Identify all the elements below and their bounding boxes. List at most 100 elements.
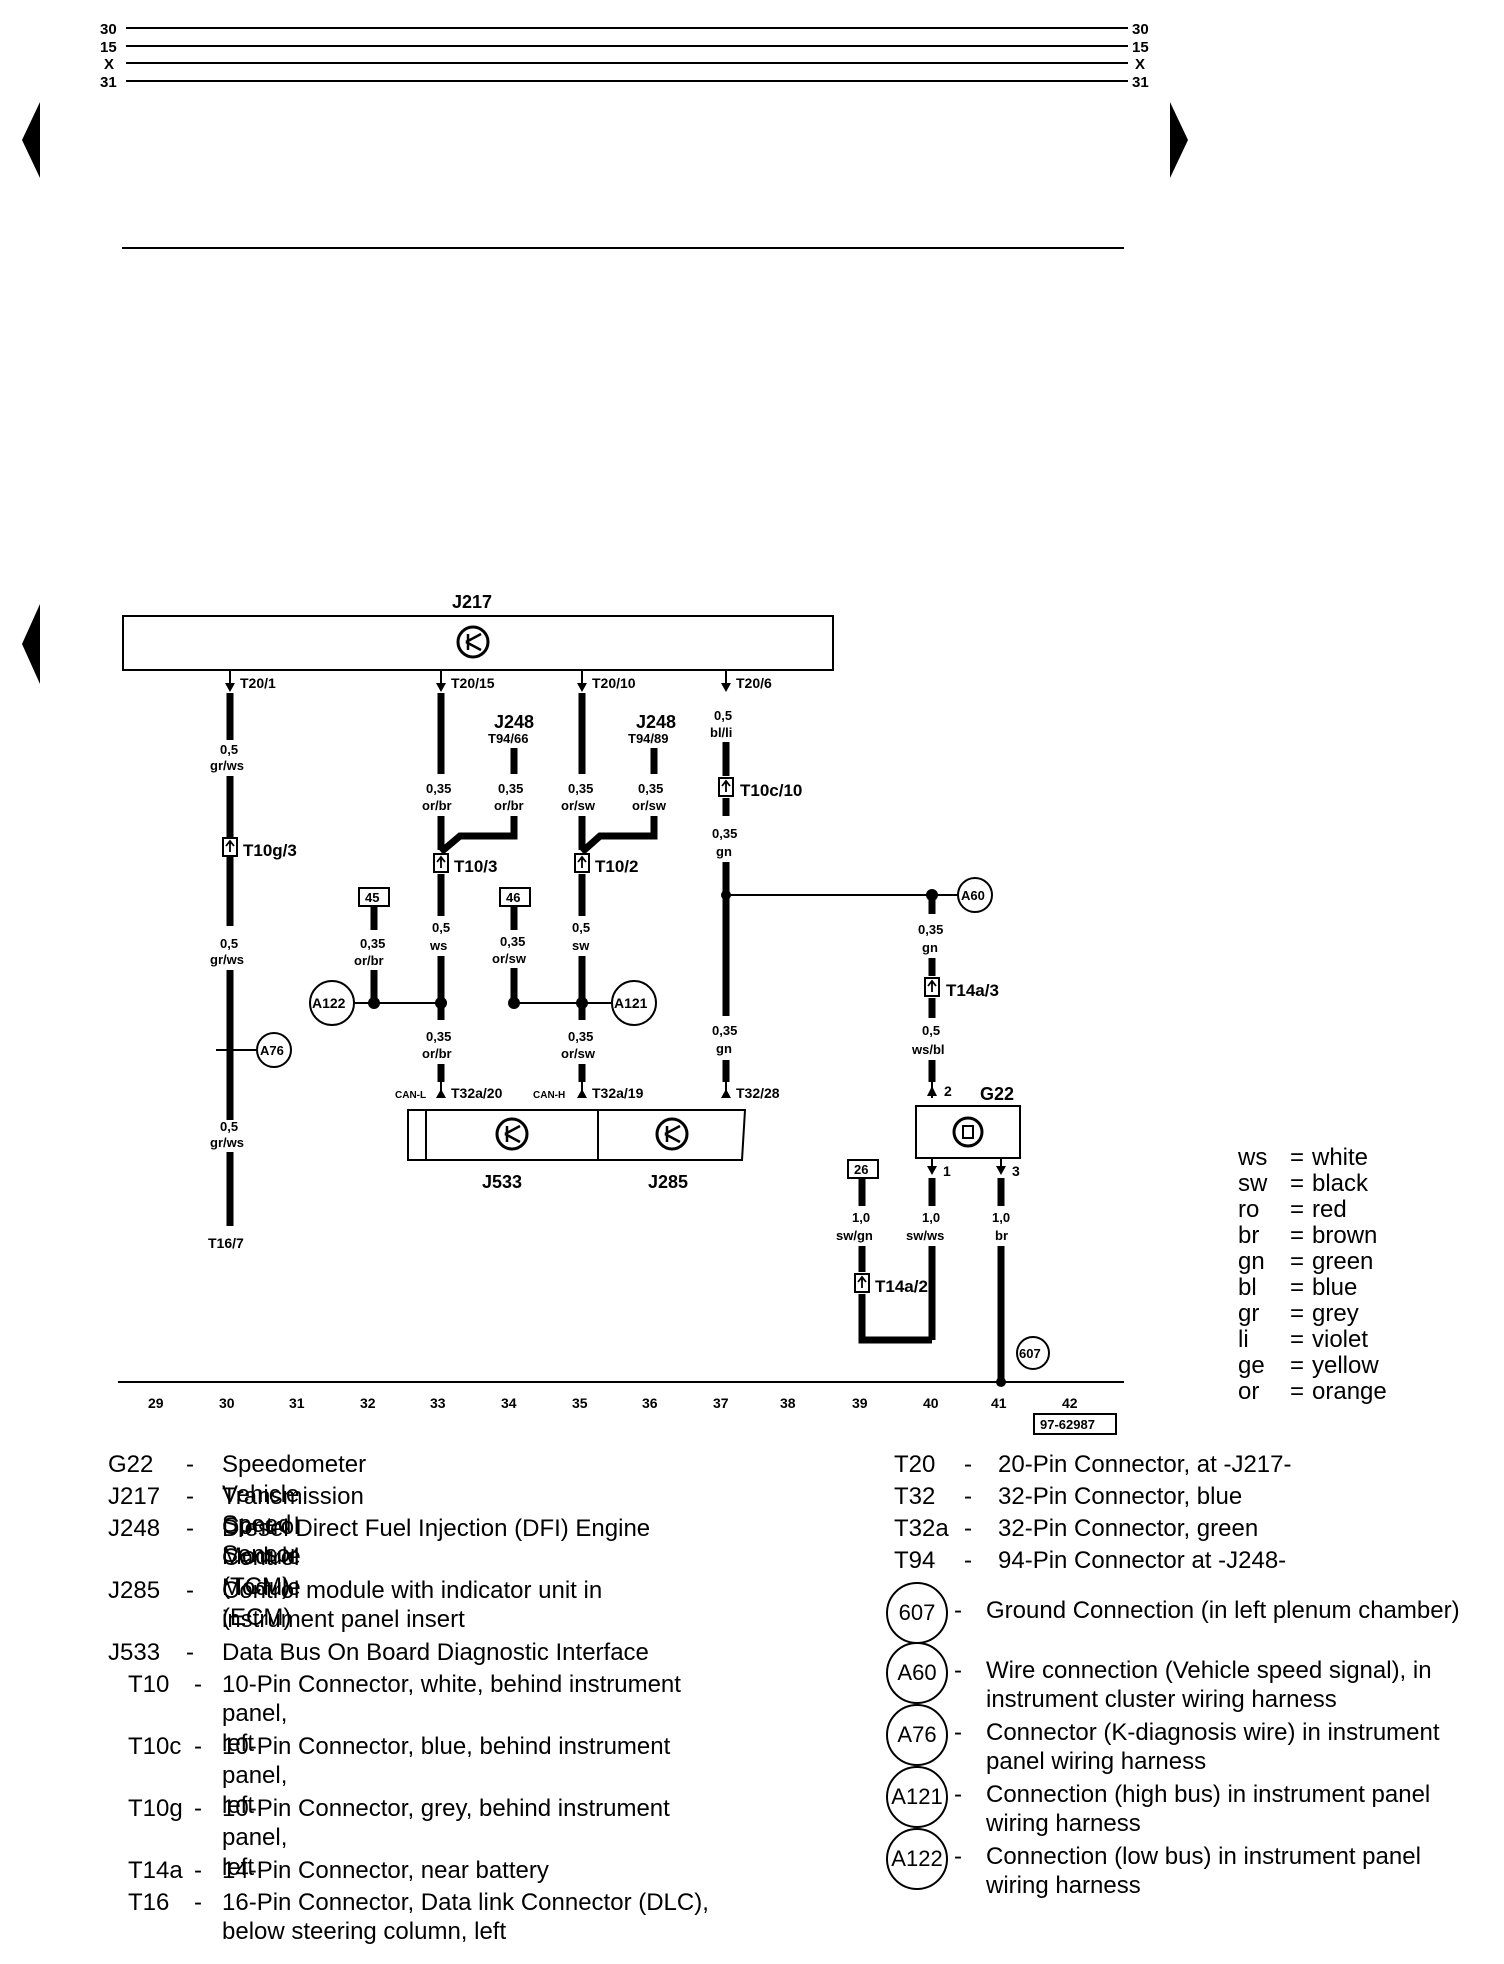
svg-text:T20/15: T20/15 bbox=[451, 675, 495, 691]
svg-text:T20/6: T20/6 bbox=[736, 675, 772, 691]
svg-text:gr/ws: gr/ws bbox=[210, 758, 244, 773]
power-bus: 30 15 X 31 30 15 X 31 bbox=[100, 21, 1149, 91]
svg-text:31: 31 bbox=[289, 1395, 305, 1411]
svg-text:0,5: 0,5 bbox=[432, 920, 450, 935]
svg-text:or/br: or/br bbox=[354, 953, 384, 968]
component-legend-left: G22-Speedometer Vehicle Speed Sensor J21… bbox=[108, 1451, 709, 1945]
svg-text:42: 42 bbox=[1062, 1395, 1078, 1411]
svg-text:34: 34 bbox=[501, 1395, 517, 1411]
svg-text:A76: A76 bbox=[260, 1043, 284, 1058]
svg-text:607: 607 bbox=[1019, 1346, 1041, 1361]
svg-text:0,5: 0,5 bbox=[714, 708, 732, 723]
next-page-arrow-icon[interactable] bbox=[1170, 102, 1188, 178]
svg-text:0,35: 0,35 bbox=[918, 922, 943, 937]
svg-text:gr/ws: gr/ws bbox=[210, 1135, 244, 1150]
svg-text:1,0: 1,0 bbox=[852, 1210, 870, 1225]
svg-text:3: 3 bbox=[1012, 1163, 1020, 1179]
svg-text:33: 33 bbox=[430, 1395, 446, 1411]
svg-text:ws: ws bbox=[429, 938, 447, 953]
svg-text:T10c/10: T10c/10 bbox=[740, 781, 802, 800]
bus-label-x-left: X bbox=[104, 56, 114, 73]
ref-46-branch: 46 0,35 or/sw A121 bbox=[492, 887, 657, 1026]
bus-label-15-right: 15 bbox=[1132, 39, 1149, 56]
svg-text:37: 37 bbox=[713, 1395, 729, 1411]
svg-text:T20/1: T20/1 bbox=[240, 675, 276, 691]
svg-text:T10/2: T10/2 bbox=[595, 857, 638, 876]
j217-label: J217 bbox=[452, 592, 492, 612]
svg-text:A121: A121 bbox=[614, 995, 648, 1011]
wire-t20-15: T20/15 0,35 or/br J248 T94/66 0,35 or/br… bbox=[395, 670, 534, 1101]
svg-text:T10/3: T10/3 bbox=[454, 857, 497, 876]
svg-text:0,35: 0,35 bbox=[568, 781, 593, 796]
svg-text:0,5: 0,5 bbox=[922, 1023, 940, 1038]
svg-text:35: 35 bbox=[572, 1395, 588, 1411]
svg-text:0,35: 0,35 bbox=[638, 781, 663, 796]
wire-t20-1: T20/1 0,5 gr/ws T10g/3 0,5 gr/ws 0,5 gr/… bbox=[208, 670, 297, 1251]
svg-text:2: 2 bbox=[944, 1083, 952, 1099]
svg-text:41: 41 bbox=[991, 1395, 1007, 1411]
svg-text:gn: gn bbox=[716, 1041, 732, 1056]
svg-text:CAN-L: CAN-L bbox=[395, 1090, 426, 1101]
svg-text:0,35: 0,35 bbox=[498, 781, 523, 796]
svg-text:45: 45 bbox=[365, 890, 379, 905]
svg-text:or/sw: or/sw bbox=[561, 798, 596, 813]
svg-text:gr/ws: gr/ws bbox=[210, 952, 244, 967]
svg-text:0,5: 0,5 bbox=[220, 742, 238, 757]
svg-text:or/br: or/br bbox=[494, 798, 524, 813]
bus-label-30-left: 30 bbox=[100, 21, 117, 38]
svg-text:T94/89: T94/89 bbox=[628, 731, 668, 746]
svg-text:ws/bl: ws/bl bbox=[911, 1042, 945, 1057]
svg-text:0,35: 0,35 bbox=[360, 936, 385, 951]
svg-text:T94/66: T94/66 bbox=[488, 731, 528, 746]
wire-t20-10: T20/10 0,35 or/sw J248 T94/89 0,35 or/sw… bbox=[533, 670, 676, 1101]
control-module-icon bbox=[655, 1117, 689, 1151]
svg-text:0,35: 0,35 bbox=[712, 1023, 737, 1038]
svg-text:0,5: 0,5 bbox=[220, 936, 238, 951]
sensor-icon bbox=[952, 1116, 984, 1148]
bus-label-30-right: 30 bbox=[1132, 21, 1149, 38]
prev-section-arrow-icon[interactable] bbox=[22, 604, 40, 684]
svg-text:29: 29 bbox=[148, 1395, 164, 1411]
svg-text:30: 30 bbox=[219, 1395, 235, 1411]
svg-text:0,35: 0,35 bbox=[500, 934, 525, 949]
svg-text:gn: gn bbox=[716, 844, 732, 859]
svg-text:J533: J533 bbox=[482, 1172, 522, 1192]
svg-text:T14a/3: T14a/3 bbox=[946, 981, 999, 1000]
svg-text:0,5: 0,5 bbox=[572, 920, 590, 935]
svg-text:gn: gn bbox=[922, 940, 938, 955]
svg-text:T16/7: T16/7 bbox=[208, 1235, 244, 1251]
wire-t20-6: T20/6 0,5 bl/li T10c/10 0,35 gn 0,35 gn … bbox=[710, 670, 802, 1101]
svg-text:T14a/2: T14a/2 bbox=[875, 1277, 928, 1296]
svg-text:T32a/20: T32a/20 bbox=[451, 1085, 503, 1101]
svg-text:1: 1 bbox=[943, 1163, 951, 1179]
svg-text:A60: A60 bbox=[961, 888, 985, 903]
svg-text:J285: J285 bbox=[648, 1172, 688, 1192]
ground-bus-ruler: 29 30 31 32 33 34 35 36 37 38 39 40 41 4… bbox=[118, 1381, 1124, 1435]
svg-text:0,35: 0,35 bbox=[712, 826, 737, 841]
svg-text:sw: sw bbox=[572, 938, 590, 953]
module-g22: G22 bbox=[915, 1084, 1021, 1159]
svg-text:T20/10: T20/10 bbox=[592, 675, 636, 691]
svg-text:sw/ws: sw/ws bbox=[906, 1228, 944, 1243]
a60-branch: A60 0,35 gn T14a/3 0,5 ws/bl 2 bbox=[726, 877, 999, 1099]
svg-text:40: 40 bbox=[923, 1395, 939, 1411]
svg-text:32: 32 bbox=[360, 1395, 376, 1411]
svg-text:0,5: 0,5 bbox=[220, 1119, 238, 1134]
bus-label-31-right: 31 bbox=[1132, 74, 1149, 91]
svg-text:36: 36 bbox=[642, 1395, 658, 1411]
svg-text:or/sw: or/sw bbox=[561, 1046, 596, 1061]
svg-text:sw/gn: sw/gn bbox=[836, 1228, 873, 1243]
svg-text:br: br bbox=[995, 1228, 1008, 1243]
component-legend-right: T20-20-Pin Connector, at -J217- T32-32-P… bbox=[886, 1450, 1494, 1950]
svg-text:or/br: or/br bbox=[422, 798, 452, 813]
ref-26-loop: 26 1,0 sw/gn T14a/2 bbox=[836, 1159, 932, 1344]
svg-text:CAN-H: CAN-H bbox=[533, 1090, 565, 1101]
svg-text:bl/li: bl/li bbox=[710, 725, 732, 740]
svg-text:46: 46 bbox=[506, 890, 520, 905]
svg-text:J248: J248 bbox=[636, 712, 676, 732]
svg-text:T10g/3: T10g/3 bbox=[243, 841, 297, 860]
svg-text:or/sw: or/sw bbox=[632, 798, 667, 813]
module-j217: J217 bbox=[122, 592, 834, 671]
prev-page-arrow-icon[interactable] bbox=[22, 102, 40, 178]
svg-text:or/br: or/br bbox=[422, 1046, 452, 1061]
